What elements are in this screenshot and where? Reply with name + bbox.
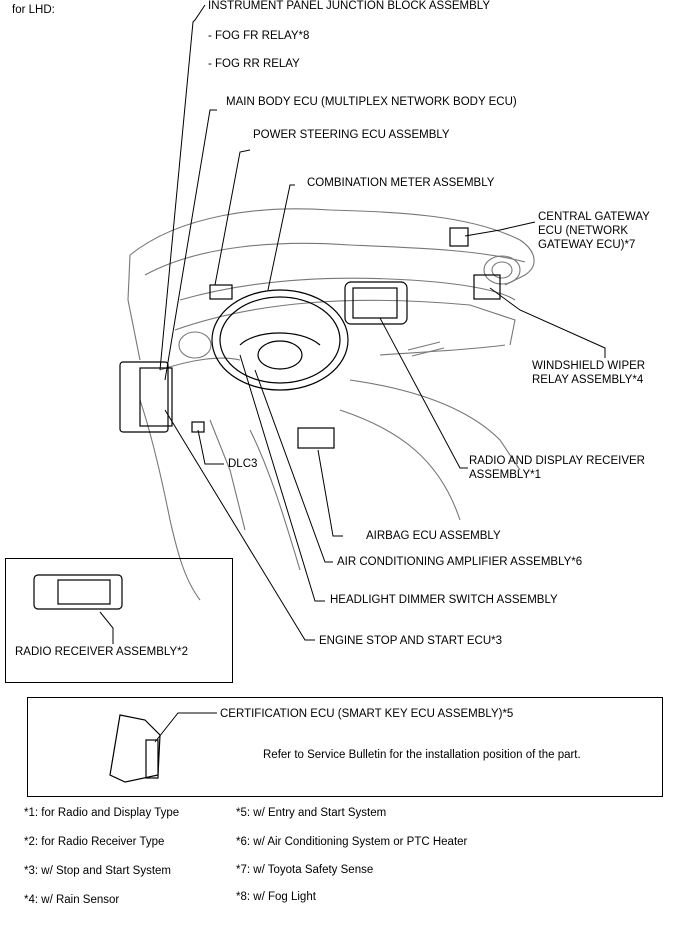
dlc3-label: DLC3 [228,458,258,470]
variant-label: for LHD: [12,4,55,16]
footnote-3: *3: w/ Stop and Start System [24,865,172,877]
fog-rr-relay-label: - FOG RR RELAY [208,58,300,70]
radio-display-label-2: ASSEMBLY*1 [469,469,542,481]
engine-stop-start-label: ENGINE STOP AND START ECU*3 [319,635,502,647]
radio-receiver-inset [5,558,233,683]
service-bulletin-note: Refer to Service Bulletin for the instal… [263,749,581,761]
footnote-7: *7: w/ Toyota Safety Sense [236,864,374,876]
headlight-dimmer-label: HEADLIGHT DIMMER SWITCH ASSEMBLY [330,594,558,606]
power-steering-ecu-label: POWER STEERING ECU ASSEMBLY [253,129,450,141]
footnote-6: *6: w/ Air Conditioning System or PTC He… [236,836,468,848]
footnote-1: *1: for Radio and Display Type [24,807,180,819]
certification-ecu-label: CERTIFICATION ECU (SMART KEY ECU ASSEMBL… [220,708,514,720]
wiper-relay-label-2: RELAY ASSEMBLY*4 [532,374,644,386]
footnote-2: *2: for Radio Receiver Type [24,836,165,848]
wiper-relay-label-1: WINDSHIELD WIPER [532,360,646,372]
airbag-ecu-label: AIRBAG ECU ASSEMBLY [366,530,501,542]
ac-amplifier-label: AIR CONDITIONING AMPLIFIER ASSEMBLY*6 [337,556,583,568]
footnote-5: *5: w/ Entry and Start System [236,807,387,819]
fog-fr-relay-label: - FOG FR RELAY*8 [208,30,310,42]
combination-meter-label: COMBINATION METER ASSEMBLY [307,177,495,189]
certification-ecu-inset [27,697,663,797]
footnote-4: *4: w/ Rain Sensor [24,894,120,906]
central-gateway-label-1: CENTRAL GATEWAY [538,211,650,223]
radio-receiver-label: RADIO RECEIVER ASSEMBLY*2 [15,646,188,658]
central-gateway-label-2: ECU (NETWORK [538,225,629,237]
ip-junction-block-label: INSTRUMENT PANEL JUNCTION BLOCK ASSEMBLY [208,0,491,12]
footnote-8: *8: w/ Fog Light [236,891,316,903]
main-body-ecu-label: MAIN BODY ECU (MULTIPLEX NETWORK BODY EC… [226,96,517,108]
central-gateway-label-3: GATEWAY ECU)*7 [538,239,636,251]
radio-display-label-1: RADIO AND DISPLAY RECEIVER [469,455,645,467]
